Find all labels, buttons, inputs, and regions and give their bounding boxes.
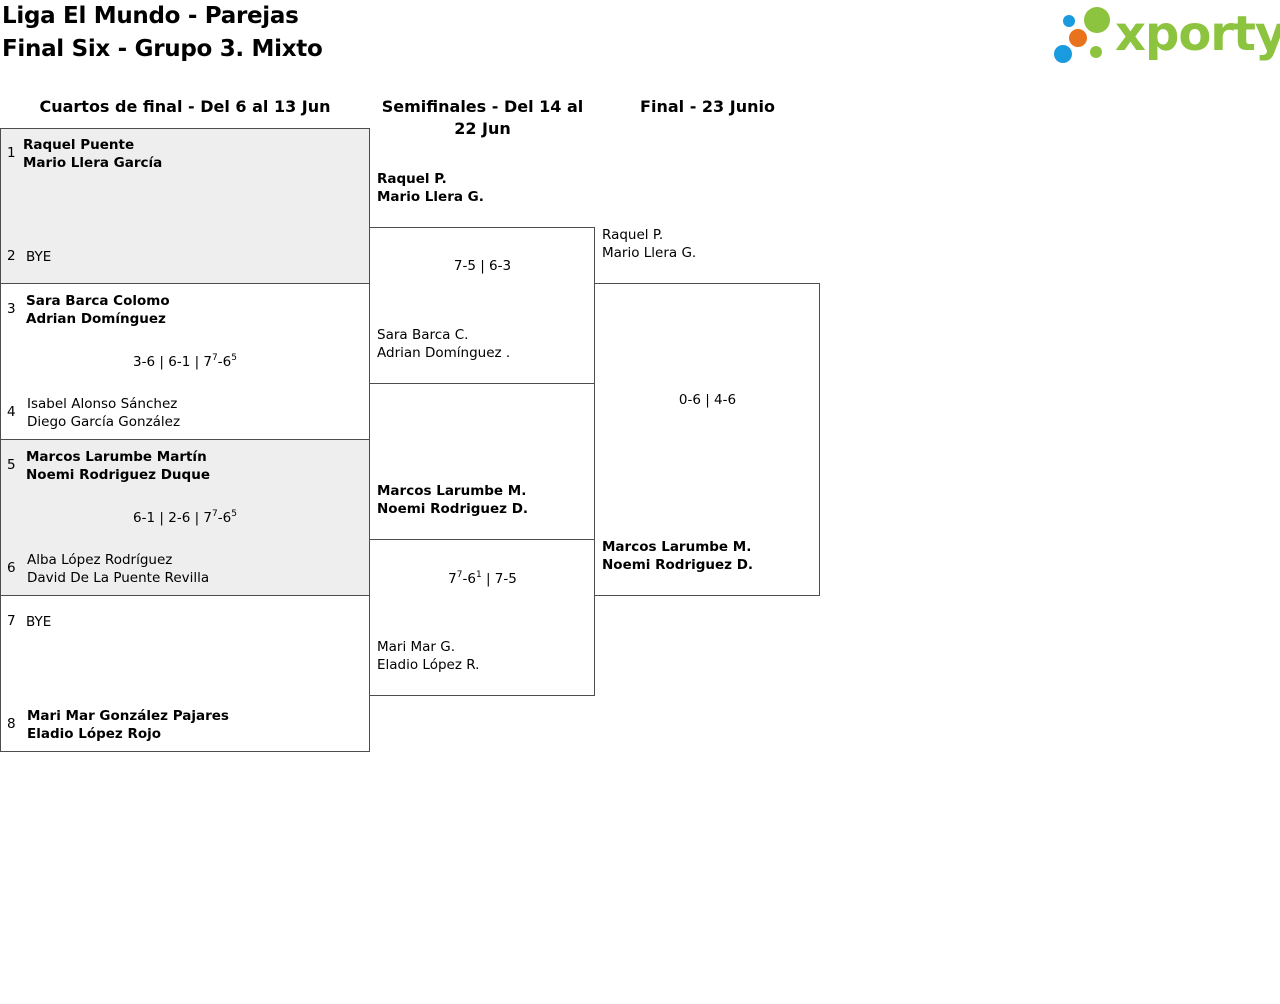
match-score: 6-1 | 2-6 | 77-65: [133, 509, 237, 527]
seed-number: 2: [7, 248, 16, 264]
team-player-name: Mari Mar G.: [377, 639, 456, 655]
bye-label: BYE: [26, 249, 52, 265]
semifinal-match-2: [369, 539, 595, 696]
team-player-name: Raquel P.: [602, 227, 664, 243]
team-player-name: Mario Llera G.: [377, 189, 484, 205]
team-player-name: Mari Mar González Pajares: [27, 708, 229, 724]
match-score: 0-6 | 4-6: [678, 392, 737, 408]
team-player-name: Marcos Larumbe M.: [377, 483, 527, 499]
match-score: 3-6 | 6-1 | 77-65: [133, 353, 237, 371]
team-player-name: Raquel P.: [377, 171, 447, 187]
team-player-name: Noemi Rodriguez D.: [377, 501, 529, 517]
team-player-name: Eladio López R.: [377, 657, 480, 673]
team-player-name: Mario Llera García: [23, 155, 163, 171]
team-player-name: Marcos Larumbe M.: [602, 539, 752, 555]
round-header-semis: Semifinales - Del 14 al 22 Jun: [381, 97, 584, 138]
seed-number: 6: [7, 560, 16, 576]
team-player-name: David De La Puente Revilla: [27, 570, 210, 586]
match-score: 7-5 | 6-3: [453, 258, 512, 274]
page-title: Liga El Mundo - Parejas: [2, 3, 299, 29]
team-player-name: Adrian Domínguez: [26, 311, 166, 327]
team-player-name: Sara Barca C.: [377, 327, 469, 343]
quarterfinal-match-1: [0, 128, 370, 284]
team-player-name: Mario Llera G.: [602, 245, 697, 261]
bye-label: BYE: [26, 614, 52, 630]
team-player-name: Adrian Domínguez .: [377, 345, 511, 361]
team-player-name: Noemi Rodriguez D.: [602, 557, 754, 573]
seed-number: 4: [7, 404, 16, 420]
team-player-name: Sara Barca Colomo: [26, 293, 170, 309]
team-player-name: Noemi Rodriguez Duque: [26, 467, 210, 483]
logo-wordmark: xporty: [1115, 6, 1280, 62]
team-player-name: Raquel Puente: [23, 137, 135, 153]
team-player-name: Alba López Rodríguez: [27, 552, 173, 568]
team-player-name: Isabel Alonso Sánchez: [27, 396, 178, 412]
match-score: 77-61 | 7-5: [448, 570, 517, 588]
xporty-logo: xporty: [1050, 2, 1280, 68]
team-player-name: Eladio López Rojo: [27, 726, 162, 742]
team-player-name: Marcos Larumbe Martín: [26, 449, 207, 465]
seed-number: 7: [7, 613, 16, 629]
round-header-final: Final - 23 Junio: [640, 97, 775, 116]
logo-dots-icon: [1054, 7, 1110, 63]
seed-number: 1: [7, 145, 16, 161]
quarterfinal-match-3: [0, 439, 370, 596]
final-match: [594, 283, 820, 596]
team-player-name: Diego García González: [27, 414, 181, 430]
seed-number: 3: [7, 301, 16, 317]
round-header-quarters: Cuartos de final - Del 6 al 13 Jun: [39, 97, 331, 116]
page-subtitle: Final Six - Grupo 3. Mixto: [2, 36, 323, 62]
seed-number: 5: [7, 457, 16, 473]
seed-number: 8: [7, 716, 16, 732]
